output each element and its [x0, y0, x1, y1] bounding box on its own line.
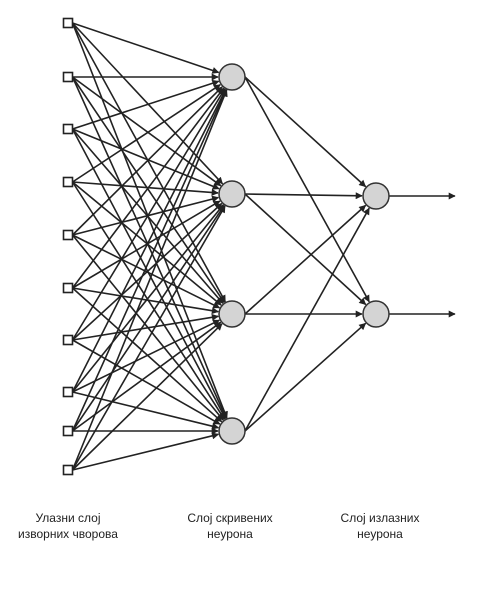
input-node: [62, 229, 74, 241]
hidden-neuron: [218, 300, 246, 328]
input-node: [62, 123, 74, 135]
edge-input-to-hidden: [72, 22, 220, 74]
input-node: [62, 386, 74, 398]
edge-input-to-hidden: [71, 88, 226, 341]
edge-hidden-to-output: [244, 76, 370, 303]
edge-input-to-hidden: [72, 234, 221, 309]
input-node: [62, 71, 74, 83]
edge-input-to-hidden: [72, 287, 219, 315]
nodes: [62, 17, 390, 476]
hidden-neuron: [218, 417, 246, 445]
input-node: [62, 425, 74, 437]
input-node: [62, 176, 74, 188]
hidden-layer-caption-line-1: Слој скривених: [187, 511, 273, 525]
output-layer-caption-line-2: неурона: [357, 527, 403, 541]
hidden-neuron: [218, 63, 246, 91]
edge-input-to-hidden: [72, 195, 220, 236]
edge-input-to-hidden: [72, 432, 220, 471]
edge-input-to-hidden: [72, 181, 219, 196]
hidden-layer-caption: Слој скривених неурона: [166, 510, 294, 542]
edge-hidden-to-output: [244, 204, 367, 315]
edge-input-to-hidden: [71, 88, 227, 393]
input-node: [62, 282, 74, 294]
connections: [71, 22, 456, 471]
output-layer-caption-line-1: Слој излазних: [340, 511, 420, 525]
edge-input-to-hidden: [71, 202, 223, 341]
output-neuron: [362, 182, 390, 210]
edge-input-to-hidden: [71, 76, 227, 419]
edge-input-to-hidden: [72, 321, 222, 432]
edge-input-to-hidden: [71, 204, 224, 393]
edge-input-to-hidden: [72, 313, 219, 341]
edge-input-to-hidden: [71, 87, 225, 289]
edge-input-to-hidden: [71, 89, 228, 471]
input-node: [62, 17, 74, 29]
edge-input-to-hidden: [72, 84, 221, 183]
output-layer-caption: Слој излазних неурона: [316, 510, 444, 542]
input-layer-caption-line-2: изворних чворова: [18, 527, 118, 541]
input-node: [62, 464, 74, 476]
edge-input-to-hidden: [72, 128, 220, 190]
edge-input-to-hidden: [71, 128, 227, 420]
edge-hidden-to-output: [244, 322, 367, 432]
hidden-layer-caption-line-2: неурона: [207, 527, 253, 541]
edge-input-to-hidden: [71, 22, 227, 303]
edge-input-to-hidden: [72, 200, 221, 289]
edge-input-to-hidden: [71, 86, 223, 236]
edge-input-to-hidden: [72, 391, 220, 430]
edge-input-to-hidden: [71, 205, 225, 432]
input-layer-caption: Улазни слој изворних чворова: [4, 510, 132, 542]
edge-hidden-to-output: [244, 207, 370, 432]
edge-input-to-hidden: [71, 89, 227, 432]
edge-input-to-hidden: [71, 22, 228, 419]
hidden-neuron: [218, 180, 246, 208]
input-node: [62, 334, 74, 346]
edge-input-to-hidden: [71, 76, 225, 303]
edge-input-to-hidden: [71, 22, 224, 185]
edge-hidden-to-output: [244, 193, 367, 306]
edge-input-to-hidden: [71, 205, 226, 471]
input-layer-caption-line-1: Улазни слој: [35, 511, 101, 525]
edge-input-to-hidden: [72, 339, 221, 425]
output-neuron: [362, 300, 390, 328]
edge-hidden-to-output: [244, 76, 367, 188]
edge-input-to-hidden: [72, 319, 221, 393]
edge-input-to-hidden: [71, 323, 223, 471]
edge-input-to-hidden: [72, 79, 220, 130]
edge-hidden-to-output: [244, 192, 363, 200]
